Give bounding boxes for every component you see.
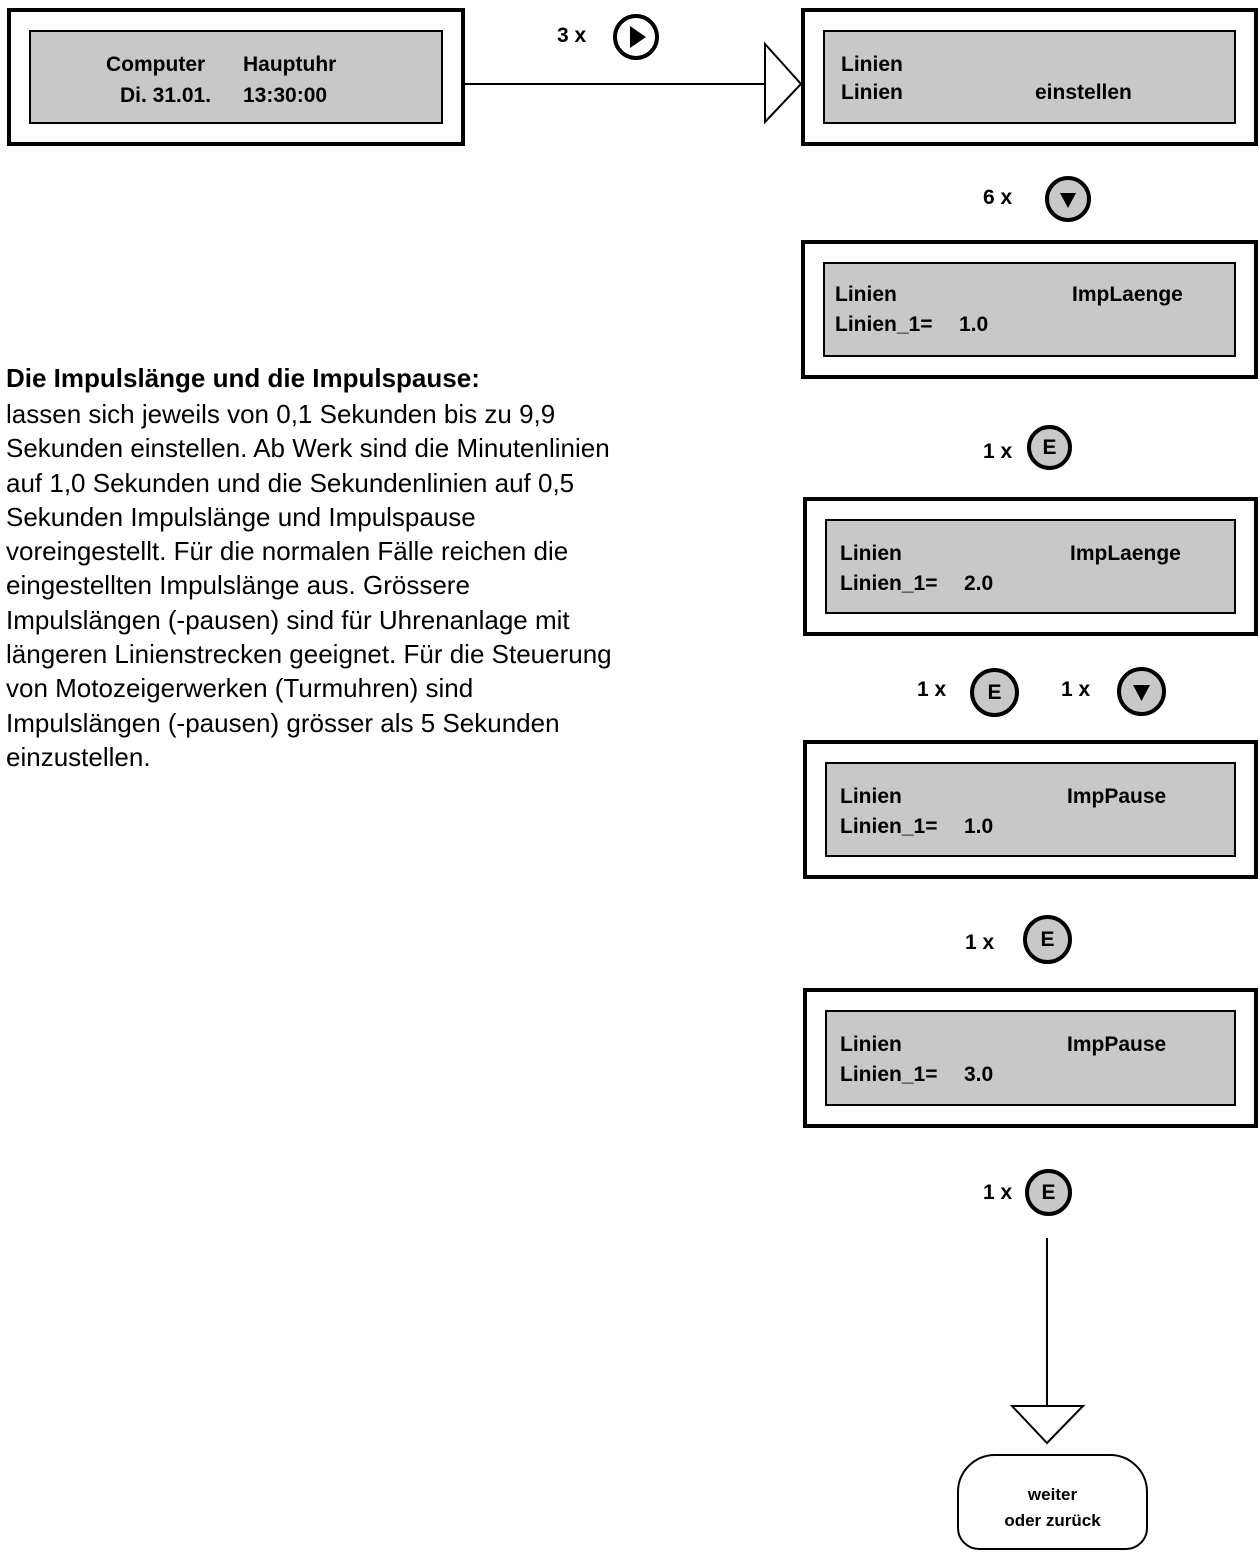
lcd-display: Linien ImpPause Linien_1= 1.0 <box>825 762 1236 857</box>
lcd-line1-left: Linien <box>841 53 903 76</box>
lcd-line2-left: Linien_1= <box>835 313 933 336</box>
lcd-line1-left: Linien <box>835 283 897 306</box>
display-screen-start: Computer Hauptuhr Di. 31.01. 13:30:00 <box>7 8 465 146</box>
step-label-right-3x: 3 x <box>557 24 587 47</box>
play-right-icon <box>613 14 659 60</box>
step-label-enter-1x: 1 x <box>917 678 947 701</box>
lcd-line1-right: ImpPause <box>1067 1033 1167 1056</box>
lcd-line1-left: Computer <box>106 53 206 76</box>
lcd-display: Linien ImpLaenge Linien_1= 1.0 <box>823 262 1236 357</box>
lcd-display: Computer Hauptuhr Di. 31.01. 13:30:00 <box>29 30 443 124</box>
enter-key-icon: E <box>970 668 1019 717</box>
lcd-line2-left: Linien <box>841 81 903 104</box>
step-label-down-6x: 6 x <box>983 186 1013 209</box>
end-node-continue-or-back: weiter oder zurück <box>957 1454 1148 1550</box>
enter-key-label: E <box>1042 436 1057 459</box>
lcd-line1-left: Linien <box>840 785 902 808</box>
lcd-line2-left: Linien_1= <box>840 815 938 838</box>
lcd-line1-right: ImpLaenge <box>1070 542 1181 565</box>
lcd-line1-right: ImpPause <box>1067 785 1167 808</box>
arrowhead-down <box>1009 1405 1086 1445</box>
end-node-line2: oder zurück <box>1004 1511 1101 1530</box>
display-screen-implaenge-2: Linien ImpLaenge Linien_1= 2.0 <box>803 497 1258 636</box>
display-screen-imppause-1: Linien ImpPause Linien_1= 1.0 <box>803 740 1258 879</box>
step-label-enter-1x: 1 x <box>965 931 995 954</box>
step-label-enter-1x: 1 x <box>983 1181 1013 1204</box>
lcd-line2-right: einstellen <box>1035 81 1132 104</box>
description-title: Die Impulslänge und die Impulspause: <box>6 363 480 393</box>
step-label-enter-1x: 1 x <box>983 440 1013 463</box>
display-screen-linien-menu: Linien Linien einstellen <box>801 8 1258 146</box>
display-screen-implaenge-1: Linien ImpLaenge Linien_1= 1.0 <box>801 240 1258 379</box>
lcd-display: Linien ImpLaenge Linien_1= 2.0 <box>825 519 1236 614</box>
lcd-display: Linien Linien einstellen <box>823 30 1236 124</box>
arrow-down-icon <box>1117 667 1166 716</box>
enter-key-icon: E <box>1025 1169 1072 1216</box>
description-body: lassen sich jeweils von 0,1 Sekunden bis… <box>6 399 612 772</box>
enter-key-icon: E <box>1027 425 1072 470</box>
lcd-line1-right: ImpLaenge <box>1072 283 1183 306</box>
display-screen-imppause-2: Linien ImpPause Linien_1= 3.0 <box>803 988 1258 1128</box>
lcd-line2-left: Di. 31.01. <box>120 84 212 107</box>
lcd-line2-right: 2.0 <box>964 572 994 595</box>
lcd-line2-right: 1.0 <box>959 313 989 336</box>
lcd-display: Linien ImpPause Linien_1= 3.0 <box>825 1010 1236 1106</box>
enter-key-icon: E <box>1023 915 1072 964</box>
enter-key-label: E <box>1041 1181 1056 1204</box>
lcd-line2-right: 3.0 <box>964 1063 994 1086</box>
enter-key-label: E <box>1040 928 1055 951</box>
enter-key-label: E <box>987 681 1002 704</box>
lcd-line1-left: Linien <box>840 1033 902 1056</box>
arrowhead-right <box>764 41 803 125</box>
step-label-down-1x: 1 x <box>1061 678 1091 701</box>
end-node-line1: weiter <box>1027 1485 1078 1504</box>
lcd-line1-right: Hauptuhr <box>243 53 337 76</box>
lcd-line2-left: Linien_1= <box>840 572 938 595</box>
lcd-line2-right: 1.0 <box>964 815 994 838</box>
arrow-down-icon <box>1045 176 1091 222</box>
lcd-line1-left: Linien <box>840 542 902 565</box>
lcd-line2-right: 13:30:00 <box>243 84 328 107</box>
lcd-line2-left: Linien_1= <box>840 1063 938 1086</box>
